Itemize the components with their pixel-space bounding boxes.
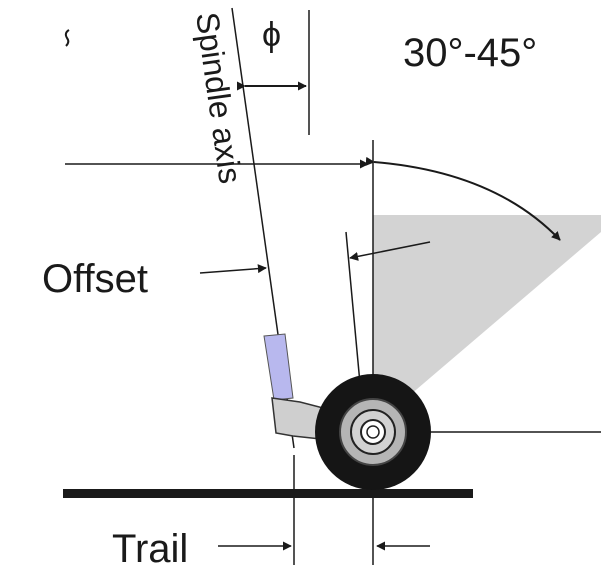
axle-bolt-inner	[366, 425, 380, 439]
swivel-angle-arc	[365, 156, 561, 241]
angle-range-label: 30°-45°	[403, 31, 537, 75]
ground-line	[63, 489, 473, 498]
offset-label: Offset	[42, 257, 148, 301]
trail-label: Trail	[112, 527, 188, 571]
clipped-glyph-mark	[64, 29, 70, 47]
spindle-tube	[263, 333, 294, 401]
offset-leader-arrow	[199, 264, 267, 274]
phi-label: ϕ	[262, 16, 281, 54]
swivel-range-wedge	[373, 215, 601, 395]
caster-wheel	[315, 374, 431, 490]
fork-leader-line	[349, 241, 431, 261]
spindle-axis-label: Spindle axis	[189, 10, 249, 186]
